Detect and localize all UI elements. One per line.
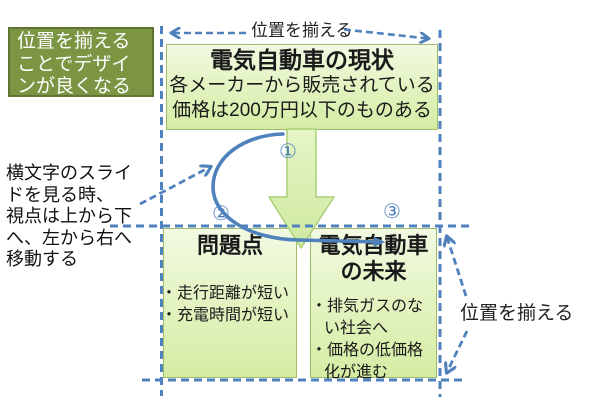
step-number-1: ① — [279, 141, 297, 163]
current-state-title: 電気自動車の現状 — [210, 47, 394, 73]
future-bullet-1: ・排気ガスのな い社会へ — [311, 298, 424, 337]
step-number-2: ② — [212, 203, 230, 225]
design-tip-box: 位置を揃える ことでデザイ ンが良くなる — [8, 27, 154, 97]
problems-title: 問題点 — [196, 233, 263, 258]
problems-box: 問題点 ・走行距離が短い ・充電時間が短い — [161, 228, 297, 378]
future-title: 電気自動車 の未来 — [318, 233, 429, 284]
eye-movement-note: 横文字のスライ ドを見る時、 視点は上から下 へ、左から右へ 移動する — [6, 163, 132, 269]
problems-bullet-1: ・走行距離が短い — [161, 285, 290, 302]
top-align-label: 位置を揃える — [251, 21, 353, 40]
problems-bullet-2: ・充電時間が短い — [161, 307, 290, 324]
current-state-box: 電気自動車の現状 各メーカーから販売されている 価格は200万円以下のものある — [166, 44, 438, 130]
align-arrow-top-right — [343, 28, 428, 39]
future-box: 電気自動車 の未来 ・排気ガスのな い社会へ ・価格の低価格 化が進む — [310, 228, 437, 381]
right-align-label: 位置を揃える — [460, 303, 574, 324]
align-arrow-right-up — [447, 237, 468, 297]
step-number-3: ③ — [383, 201, 401, 223]
gaze-path-curve — [211, 132, 386, 247]
current-state-body: 各メーカーから販売されている 価格は200万円以下のものある — [169, 75, 435, 121]
future-bullet-2: ・価格の低価格 化が進む — [311, 342, 424, 381]
align-arrow-right-down — [447, 330, 469, 372]
